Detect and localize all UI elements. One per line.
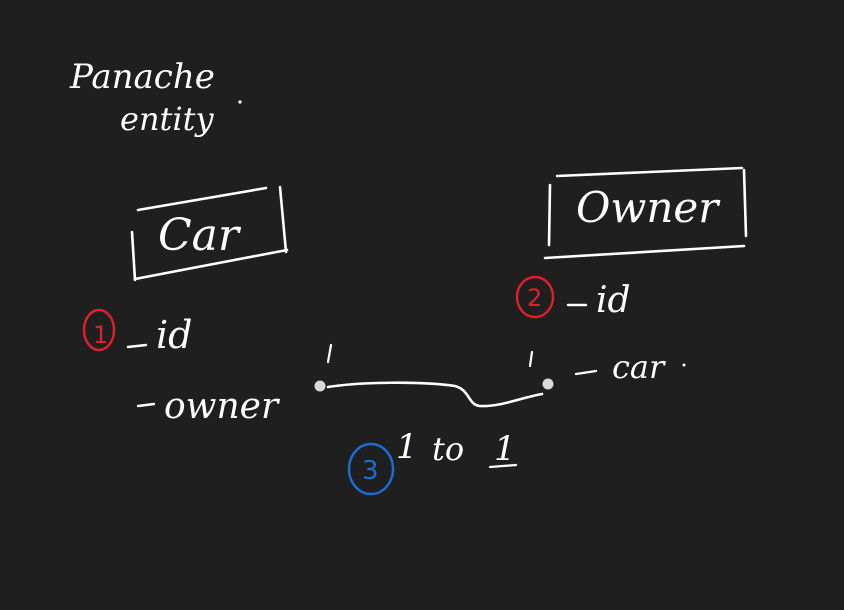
entity-car-title: Car xyxy=(158,210,242,261)
relation-right-underline xyxy=(488,463,518,469)
connector-dot-left xyxy=(314,380,326,392)
relation-connector xyxy=(314,343,554,408)
marker-1-label: 1 xyxy=(93,321,108,349)
marker-3-label: 3 xyxy=(362,456,379,486)
connector-tick-left xyxy=(326,343,333,364)
relation-connector-text: to xyxy=(432,430,464,468)
relation-label: 3 1 to 1 xyxy=(347,427,518,496)
marker-2-circle xyxy=(515,275,555,319)
note-line-1: Panache xyxy=(69,57,215,97)
entity-car-box xyxy=(130,185,289,282)
marker-3-circle xyxy=(347,442,395,496)
note-line-2: entity xyxy=(120,100,215,138)
owner-field-car: car xyxy=(612,348,666,386)
car-field-owner-dash xyxy=(136,402,156,408)
owner-field-car-dot xyxy=(682,363,686,367)
relation-right: 1 xyxy=(494,429,516,469)
owner-field-id: id xyxy=(596,280,631,321)
entity-car: Car xyxy=(130,185,289,282)
connector-tick-right xyxy=(528,350,534,368)
entity-owner: Owner xyxy=(543,166,748,260)
car-field-id: id xyxy=(156,313,192,357)
car-field-id-dash xyxy=(126,343,148,349)
marker-1-circle xyxy=(82,308,116,352)
note-dot xyxy=(238,100,242,104)
connector-dot-right xyxy=(542,378,554,390)
connector-line xyxy=(326,381,544,408)
car-field-owner: owner xyxy=(164,386,280,427)
note: Panache entity xyxy=(69,57,242,138)
entity-owner-box xyxy=(543,166,748,260)
owner-field-car-dash xyxy=(574,369,598,376)
owner-fields: 2 id car xyxy=(515,275,686,386)
marker-2-label: 2 xyxy=(527,284,542,312)
relation-left: 1 xyxy=(396,427,418,467)
entity-owner-title: Owner xyxy=(576,183,721,232)
car-fields: 1 id owner xyxy=(82,308,280,427)
